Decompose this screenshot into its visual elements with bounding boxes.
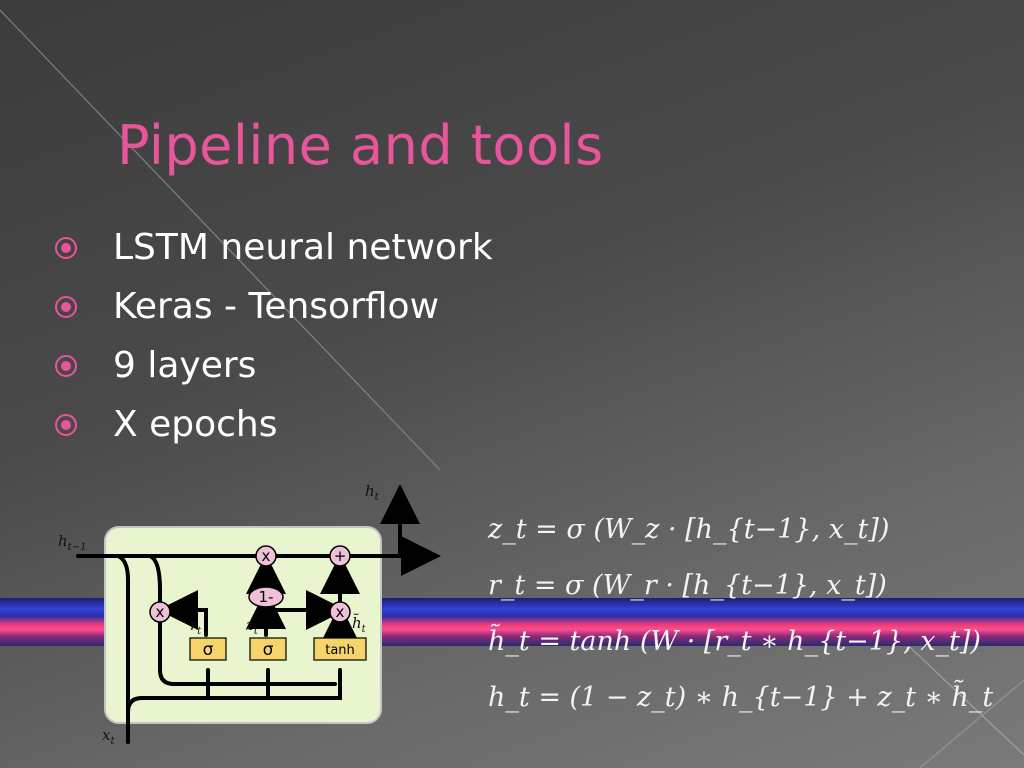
z-gate-label: z: [245, 616, 254, 634]
h-tilde-label: h̃: [352, 614, 362, 632]
gru-equations: z_t = σ (W_z · [h_{t−1}, x_t]) r_t = σ (…: [470, 500, 1010, 740]
bullet-circle-icon: [55, 295, 77, 318]
bullet-item: Keras - Tensorflow: [55, 277, 493, 336]
h-out-subscript: t: [375, 492, 380, 503]
equation-candidate-state: h̃_t = tanh (W · [r_t ∗ h_{t−1}, x_t]): [488, 626, 981, 657]
svg-text:rt: rt: [190, 616, 202, 637]
sigmoid-gate-z: σ: [263, 640, 274, 660]
gru-cell-box: [104, 526, 382, 724]
r-gate-label: r: [190, 616, 198, 634]
slide-title: Pipeline and tools: [117, 114, 604, 178]
gru-cell-diagram: x + x x 1- σ σ tanh ht−1 ht xt rt zt h̃t: [58, 482, 441, 747]
bullet-circle-icon: [55, 236, 77, 259]
one-minus-node: 1-: [259, 588, 274, 606]
sigmoid-gate-r: σ: [203, 640, 214, 660]
h-prev-label: h: [58, 532, 68, 550]
equation-hidden-state: h_t = (1 − z_t) ∗ h_{t−1} + z_t ∗ h̃_t: [488, 682, 994, 713]
bullet-circle-icon: [55, 413, 77, 436]
svg-text:zt: zt: [245, 616, 259, 637]
bullet-text: X epochs: [113, 404, 278, 445]
equation-reset-gate: r_t = σ (W_r · [h_{t−1}, x_t]): [488, 570, 887, 601]
tanh-gate: tanh: [325, 643, 355, 658]
equation-update-gate: z_t = σ (W_z · [h_{t−1}, x_t]): [488, 514, 890, 545]
add-node: +: [334, 547, 347, 565]
bullet-text: 9 layers: [113, 345, 257, 386]
bullet-item: LSTM neural network: [55, 218, 493, 277]
svg-text:h̃t: h̃t: [352, 614, 367, 635]
x-in-subscript: t: [110, 736, 115, 747]
svg-text:ht−1: ht−1: [58, 532, 86, 553]
bullet-circle-icon: [55, 354, 77, 377]
bullet-text: Keras - Tensorflow: [113, 286, 440, 327]
bullet-text: LSTM neural network: [113, 227, 493, 268]
h-out-label: h: [365, 482, 375, 500]
bullet-list: LSTM neural network Keras - Tensorflow 9…: [55, 218, 493, 454]
multiply-node: x: [156, 603, 165, 621]
r-gate-subscript: t: [197, 626, 202, 637]
x-in-label: x: [102, 726, 111, 744]
bullet-item: X epochs: [55, 395, 493, 454]
h-prev-subscript: t−1: [68, 542, 87, 553]
h-tilde-subscript: t: [362, 624, 367, 635]
multiply-node: x: [262, 547, 271, 565]
multiply-node: x: [336, 603, 345, 621]
svg-text:ht: ht: [365, 482, 380, 503]
bullet-item: 9 layers: [55, 336, 493, 395]
svg-text:xt: xt: [102, 726, 115, 747]
z-gate-subscript: t: [254, 626, 259, 637]
